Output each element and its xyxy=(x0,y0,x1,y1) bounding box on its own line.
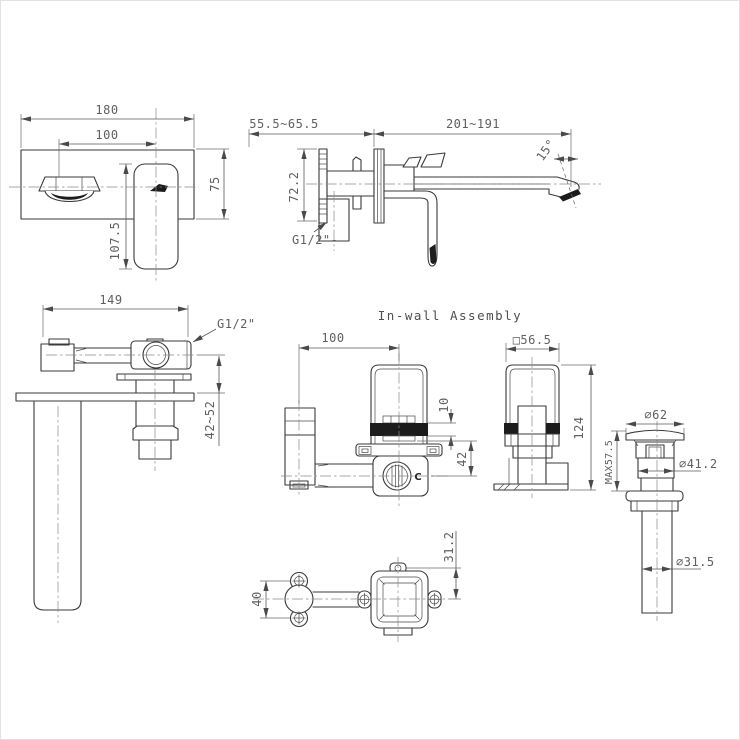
dim-spout-reach: 201~191 xyxy=(446,117,500,131)
dim-screw-pitch: 40 xyxy=(250,591,264,606)
dim-spout-angle: 15° xyxy=(534,136,559,163)
outlet-block-side xyxy=(545,462,569,485)
plaster-guard xyxy=(370,364,428,445)
cold-port-mark: C xyxy=(414,472,421,483)
spout-base-side xyxy=(383,164,415,194)
inwall-back-plate xyxy=(318,148,328,224)
dim-band-width: 10 xyxy=(437,397,451,412)
escutcheon-side xyxy=(373,148,385,224)
view-inwall-front: C 100 10 42 xyxy=(281,331,477,509)
inlet-connector xyxy=(284,407,316,486)
view-bottom-mount: 40 31.2 xyxy=(250,531,461,642)
wall-section xyxy=(15,392,195,402)
spout-projection-tube xyxy=(33,400,82,611)
spout-front xyxy=(38,176,101,202)
aerator-tip xyxy=(559,189,581,202)
dim-wall-range: 42~52 xyxy=(203,401,217,440)
view-drain: ∅62 MAX57.5 ∅41.2 ∅31.5 xyxy=(604,408,718,621)
seal-ring xyxy=(625,490,684,502)
dim-center-depth: 42 xyxy=(455,451,469,466)
dim-tail-diameter: ∅31.5 xyxy=(676,555,715,569)
dim-wall-depth-range: 55.5~65.5 xyxy=(249,117,319,131)
dim-spout-to-handle: 100 xyxy=(95,128,118,142)
view-inwall-side: □56.5 124 xyxy=(493,333,596,498)
assembly-title: In-wall Assembly xyxy=(378,308,522,323)
spout-mouth xyxy=(51,193,88,200)
dim-body-height: 72.2 xyxy=(287,172,301,203)
wall-plate-front xyxy=(20,149,195,220)
view-side-profile: 55.5~65.5 201~191 15° 72.2 G1/2"- xyxy=(248,117,601,267)
handle-tip xyxy=(429,244,437,265)
label-outlet-thread: G1/2" xyxy=(217,317,256,331)
base-flange xyxy=(493,483,569,491)
dim-tab-offset: 31.2 xyxy=(442,532,456,563)
view-front-panel: 180 100 75 107.5 xyxy=(9,103,229,283)
dim-plate-height: 75 xyxy=(208,176,222,191)
dim-inlet-spacing: 100 xyxy=(321,331,344,345)
dim-flange-diameter: ∅62 xyxy=(644,408,667,422)
dim-body-diameter: ∅41.2 xyxy=(679,457,718,471)
spout-head-top xyxy=(40,343,75,372)
view-top-rough-in: 149 G1/2" 42~52 xyxy=(15,293,256,623)
plaster-guard-side xyxy=(505,364,560,435)
label-inlet-thread: G1/2"- xyxy=(292,233,338,247)
dim-square-size: □56.5 xyxy=(513,333,552,347)
dim-plate-width: 180 xyxy=(95,103,118,117)
spout-tube-side xyxy=(413,176,581,202)
dim-total-height: 124 xyxy=(572,416,586,439)
lock-nut xyxy=(630,500,679,512)
seal-band xyxy=(370,423,428,436)
dim-rough-width: 149 xyxy=(99,293,122,307)
dim-max-depth: MAX57.5 xyxy=(604,440,615,484)
drain-flange xyxy=(625,429,685,441)
brand-logo xyxy=(150,184,168,192)
dim-handle-height: 107.5 xyxy=(108,222,122,261)
lever-side xyxy=(402,156,422,168)
handle-side xyxy=(383,190,438,267)
